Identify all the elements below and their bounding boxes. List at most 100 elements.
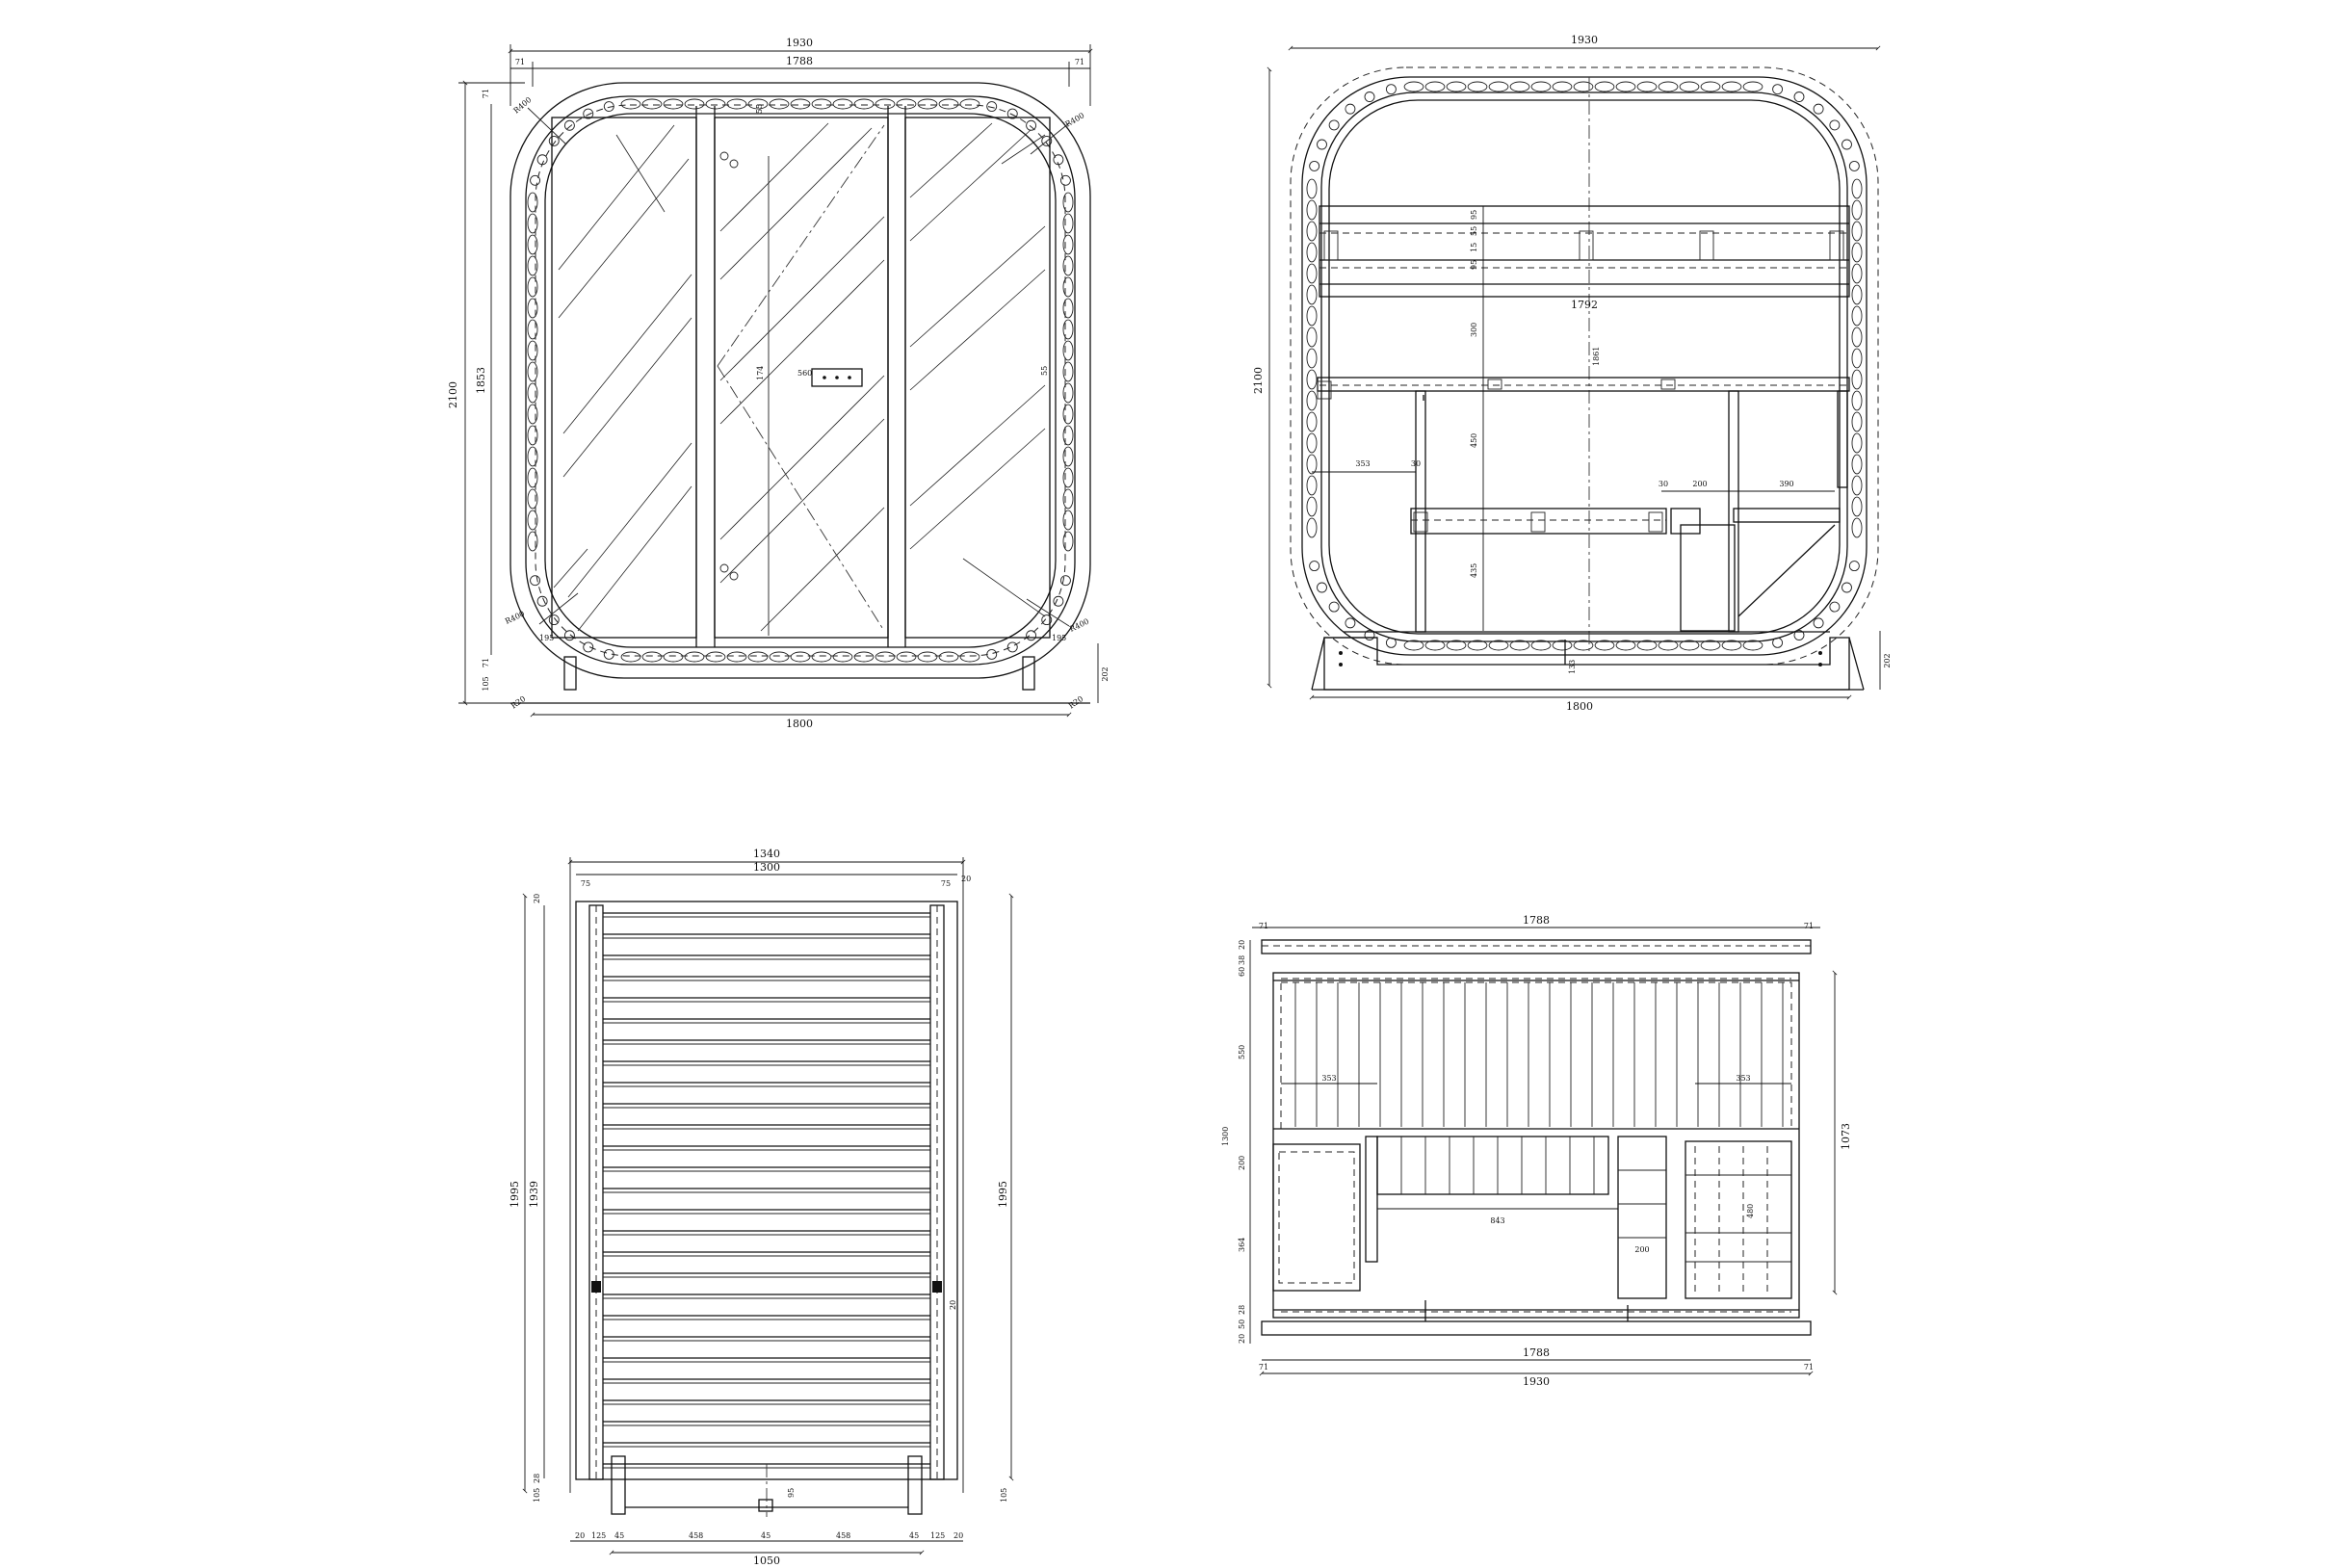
floor-bottom-dim-3: 458	[689, 1531, 703, 1540]
shell-log	[1446, 81, 1467, 92]
front-side-offset-right: 71	[1075, 58, 1084, 66]
shell-log	[527, 425, 538, 446]
shell-log	[1306, 454, 1318, 475]
shell-log	[1403, 640, 1424, 651]
shell-log	[1658, 81, 1679, 92]
front-top-offset: 71	[482, 89, 490, 98]
shell-log	[1851, 284, 1863, 305]
plan-inner-200: 200	[1634, 1245, 1649, 1254]
shell-log	[1851, 242, 1863, 263]
shell-log	[603, 101, 614, 113]
shell-log	[1636, 640, 1658, 651]
floor-dim-95: 95	[787, 1488, 796, 1498]
shell-log	[663, 651, 684, 663]
radius-top-left: R400	[512, 95, 534, 116]
shell-log	[811, 651, 832, 663]
shell-log	[1309, 561, 1320, 572]
shell-log	[1829, 601, 1841, 613]
plan-top-71a: 71	[1259, 922, 1268, 930]
front-bottom-offset: 71	[482, 658, 490, 667]
section-dim-353: 353	[1355, 459, 1370, 468]
front-side-offset: 71	[515, 58, 525, 66]
shell-log	[790, 98, 811, 110]
heater-box	[1272, 1143, 1361, 1292]
shell-log	[1385, 637, 1397, 648]
shell-log	[1721, 640, 1742, 651]
section-shell-logs	[1306, 81, 1863, 651]
shell-log	[620, 651, 641, 663]
radius-bottom-right: R400	[1068, 617, 1090, 634]
floor-slats	[603, 912, 930, 1469]
shell-log	[527, 276, 538, 298]
shell-log	[1851, 199, 1863, 221]
shell-log	[527, 382, 538, 404]
shell-log	[1306, 475, 1318, 496]
shell-log	[1306, 411, 1318, 432]
shell-log	[832, 651, 853, 663]
right-glass-panel	[909, 122, 1046, 617]
shell-log	[1742, 81, 1763, 92]
floor-bottom-dim-7: 125	[930, 1531, 945, 1540]
front-bottom-width: 1800	[786, 718, 813, 730]
front-height-total: 2100	[447, 381, 459, 408]
shell-log	[1813, 617, 1824, 629]
shell-log	[1721, 81, 1742, 92]
door-swing-lines	[717, 124, 885, 632]
shell-log	[1306, 517, 1318, 538]
shell-log	[527, 213, 538, 234]
front-side-gap: 55	[1040, 366, 1049, 376]
shell-log	[1062, 319, 1074, 340]
front-r20-right: R20	[1067, 694, 1084, 711]
plan-left-1300: 1300	[1221, 1127, 1230, 1146]
shell-log	[527, 234, 538, 255]
shell-log	[1509, 81, 1530, 92]
floor-width-inner: 1300	[753, 861, 780, 874]
plan-right-1073: 1073	[1840, 1123, 1852, 1150]
front-shell-logs	[527, 98, 1074, 663]
floor-bottom-total: 1050	[753, 1555, 780, 1567]
shell-log	[1062, 425, 1074, 446]
shell-log	[1509, 640, 1530, 651]
shell-log	[747, 651, 769, 663]
shell-log	[1851, 411, 1863, 432]
floor-height-right: 1995	[997, 1181, 1009, 1208]
shell-log	[1424, 640, 1446, 651]
shell-log	[917, 651, 938, 663]
shell-log	[1062, 340, 1074, 361]
plan-left-364: 364	[1238, 1238, 1246, 1252]
shell-log	[1026, 119, 1037, 131]
radius-bottom-left: R400	[504, 610, 526, 626]
shell-log	[1317, 582, 1327, 593]
shell-log	[536, 154, 548, 166]
shell-log	[684, 651, 705, 663]
section-dim-55: 55	[1470, 226, 1478, 236]
shell-log	[527, 255, 538, 276]
section-dim-133: 133	[1568, 660, 1577, 674]
shell-log	[663, 98, 684, 110]
shell-log	[1446, 640, 1467, 651]
shell-log	[1328, 119, 1340, 131]
front-width-total: 1930	[786, 37, 813, 49]
shell-log	[1306, 221, 1318, 242]
shell-log	[527, 192, 538, 213]
plan-left-50: 50	[1238, 1320, 1246, 1329]
section-dim-300: 300	[1470, 323, 1478, 337]
floor-height-left: 1995	[509, 1181, 521, 1208]
shell-log	[1848, 561, 1860, 572]
floor-dim-28: 28	[533, 1474, 541, 1483]
plan-left-60: 60	[1238, 967, 1246, 977]
shell-log	[641, 98, 663, 110]
shell-log	[1385, 84, 1397, 95]
shell-log	[726, 651, 747, 663]
section-height-total: 2100	[1252, 367, 1265, 394]
shell-log	[1851, 369, 1863, 390]
shell-log	[1062, 510, 1074, 531]
section-dim-450: 450	[1470, 433, 1478, 448]
section-bottom-width: 1800	[1566, 700, 1593, 713]
floor-edge-20-left: 20	[533, 894, 541, 903]
shell-log	[959, 651, 980, 663]
shell-log	[1062, 488, 1074, 510]
shell-log	[1829, 119, 1841, 131]
shell-log	[563, 119, 575, 131]
